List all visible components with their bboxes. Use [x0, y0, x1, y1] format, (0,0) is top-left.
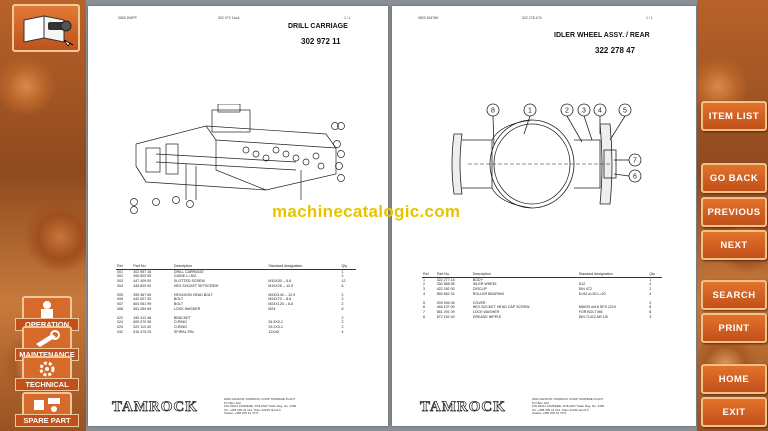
book-key-icon[interactable] — [12, 4, 80, 52]
part-number: 322 278 47 — [595, 46, 636, 55]
svg-text:4: 4 — [598, 108, 602, 115]
svg-text:6: 6 — [633, 174, 637, 181]
parts-table: Ref Part No. Description Standard design… — [116, 264, 356, 334]
print-button[interactable]: PRINT — [701, 313, 767, 343]
watermark-text: machinecatalogic.com — [272, 202, 461, 221]
drill-carriage-drawing — [130, 104, 345, 214]
page-indicator: 1 / 1 — [344, 16, 351, 20]
page-title: IDLER WHEEL ASSY. / REAR — [554, 32, 650, 39]
page-title: DRILL CARRIAGE — [288, 23, 348, 30]
idler-wheel-page: 0800 DMTAK 322 278 47A 1 / 1 IDLER WHEEL… — [392, 6, 696, 426]
drill-carriage-page: 0806 DMPP 302 972 11aA 1 / 1 DRILL CARRI… — [88, 6, 388, 426]
part-number: 302 972 11 — [301, 37, 341, 46]
doc-number: 322 278 47A — [522, 16, 542, 20]
doc-code: 0800 DMTAK — [418, 16, 439, 20]
search-button[interactable]: SEARCH — [701, 280, 767, 310]
table-header-row: Ref Part No. Description Standard design… — [116, 264, 356, 270]
svg-text:5: 5 — [623, 108, 627, 115]
operator-icon — [22, 296, 72, 322]
doc-number: 302 972 11aA — [218, 16, 240, 20]
next-button[interactable]: NEXT — [701, 230, 767, 260]
tamrock-logo: TAMROCK — [112, 399, 198, 416]
maintenance-button[interactable]: MAINTENANCE — [15, 326, 79, 362]
svg-text:2: 2 — [565, 108, 569, 115]
page-indicator: 1 / 1 — [646, 16, 653, 20]
doc-code: 0806 DMPP — [118, 16, 137, 20]
spare-part-button[interactable]: SPARE PART — [15, 392, 79, 428]
technical-button[interactable]: TECHNICAL — [15, 356, 79, 392]
svg-text:3: 3 — [582, 108, 586, 115]
table-header-row: Ref Part No. Description Standard design… — [422, 272, 662, 278]
svg-text:8: 8 — [491, 108, 495, 115]
item-list-button[interactable]: ITEM LIST — [701, 101, 767, 131]
previous-button[interactable]: PREVIOUS — [701, 197, 767, 227]
idler-wheel-drawing: 8 1 2 3 4 5 7 6 — [451, 103, 642, 209]
svg-text:1: 1 — [528, 108, 532, 115]
home-button[interactable]: HOME — [701, 364, 767, 394]
go-back-button[interactable]: GO BACK — [701, 163, 767, 193]
tamrock-logo: TAMROCK — [420, 399, 506, 416]
exit-button[interactable]: EXIT — [701, 397, 767, 427]
parts-table: Ref Part No. Description Standard design… — [422, 272, 662, 319]
svg-text:7: 7 — [633, 158, 637, 165]
